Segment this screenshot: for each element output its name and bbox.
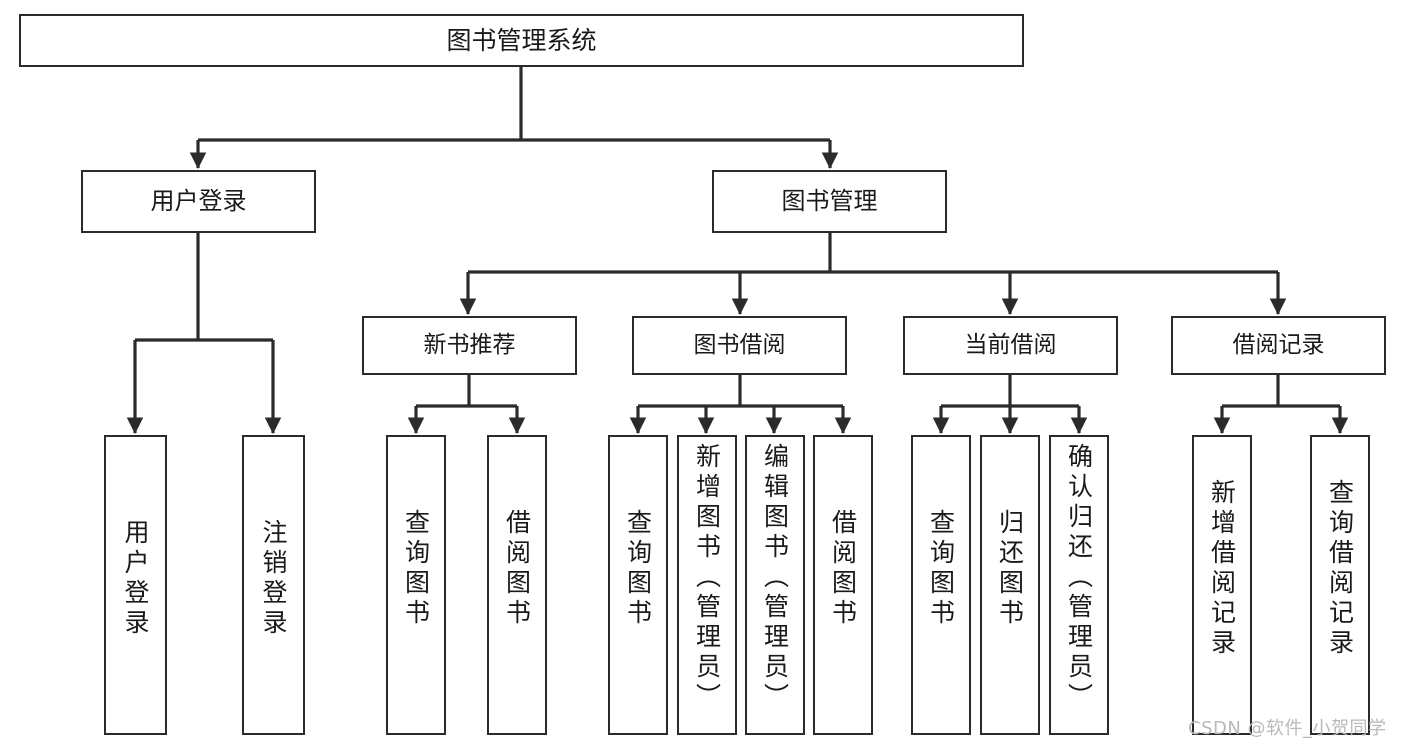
node-book-borrow[interactable]: 图书借阅	[632, 316, 847, 375]
leaf-return-book[interactable]: 归还图书	[980, 435, 1040, 735]
leaf-borrow-book[interactable]: 借阅图书	[813, 435, 873, 735]
node-root-system[interactable]: 图书管理系统	[19, 14, 1024, 67]
node-label: 新增图书（管理员）	[692, 443, 722, 713]
node-label: 编辑图书（管理员）	[760, 443, 790, 713]
leaf-logout[interactable]: 注销登录	[242, 435, 305, 735]
leaf-query-book-recommend[interactable]: 查询图书	[386, 435, 446, 735]
node-label: 查询图书	[401, 509, 431, 629]
node-label: 归还图书	[995, 509, 1025, 629]
node-label: 注销登录	[259, 519, 288, 639]
node-new-book-recommend[interactable]: 新书推荐	[362, 316, 577, 375]
node-label: 图书管理系统	[446, 25, 597, 55]
leaf-edit-book[interactable]: 编辑图书（管理员）	[745, 435, 805, 735]
node-label: 用户登录	[121, 519, 150, 639]
node-label: 新书推荐	[423, 331, 516, 358]
node-label: 查询图书	[623, 509, 653, 629]
leaf-borrow-book-recommend[interactable]: 借阅图书	[487, 435, 547, 735]
leaf-add-borrow-record[interactable]: 新增借阅记录	[1192, 435, 1252, 735]
node-label: 查询借阅记录	[1325, 479, 1355, 659]
node-book-manage[interactable]: 图书管理	[712, 170, 947, 233]
leaf-confirm-return[interactable]: 确认归还（管理员）	[1049, 435, 1109, 735]
node-label: 确认归还（管理员）	[1064, 443, 1094, 713]
leaf-query-borrow-record[interactable]: 查询借阅记录	[1310, 435, 1370, 735]
leaf-query-book-borrow[interactable]: 查询图书	[608, 435, 668, 735]
leaf-add-book[interactable]: 新增图书（管理员）	[677, 435, 737, 735]
leaf-user-login[interactable]: 用户登录	[104, 435, 167, 735]
node-label: 用户登录	[150, 187, 247, 216]
node-label: 借阅记录	[1232, 331, 1325, 358]
node-label: 图书管理	[781, 187, 878, 216]
leaf-query-book-current[interactable]: 查询图书	[911, 435, 971, 735]
node-label: 借阅图书	[502, 509, 532, 629]
node-user-login[interactable]: 用户登录	[81, 170, 316, 233]
node-label: 当前借阅	[964, 331, 1057, 358]
node-borrow-record[interactable]: 借阅记录	[1171, 316, 1386, 375]
node-label: 借阅图书	[828, 509, 858, 629]
node-label: 查询图书	[926, 509, 956, 629]
node-label: 新增借阅记录	[1207, 479, 1237, 659]
csdn-watermark: CSDN @软件_小贺同学	[1188, 718, 1387, 739]
node-current-borrow[interactable]: 当前借阅	[903, 316, 1118, 375]
node-label: 图书借阅	[693, 331, 786, 358]
